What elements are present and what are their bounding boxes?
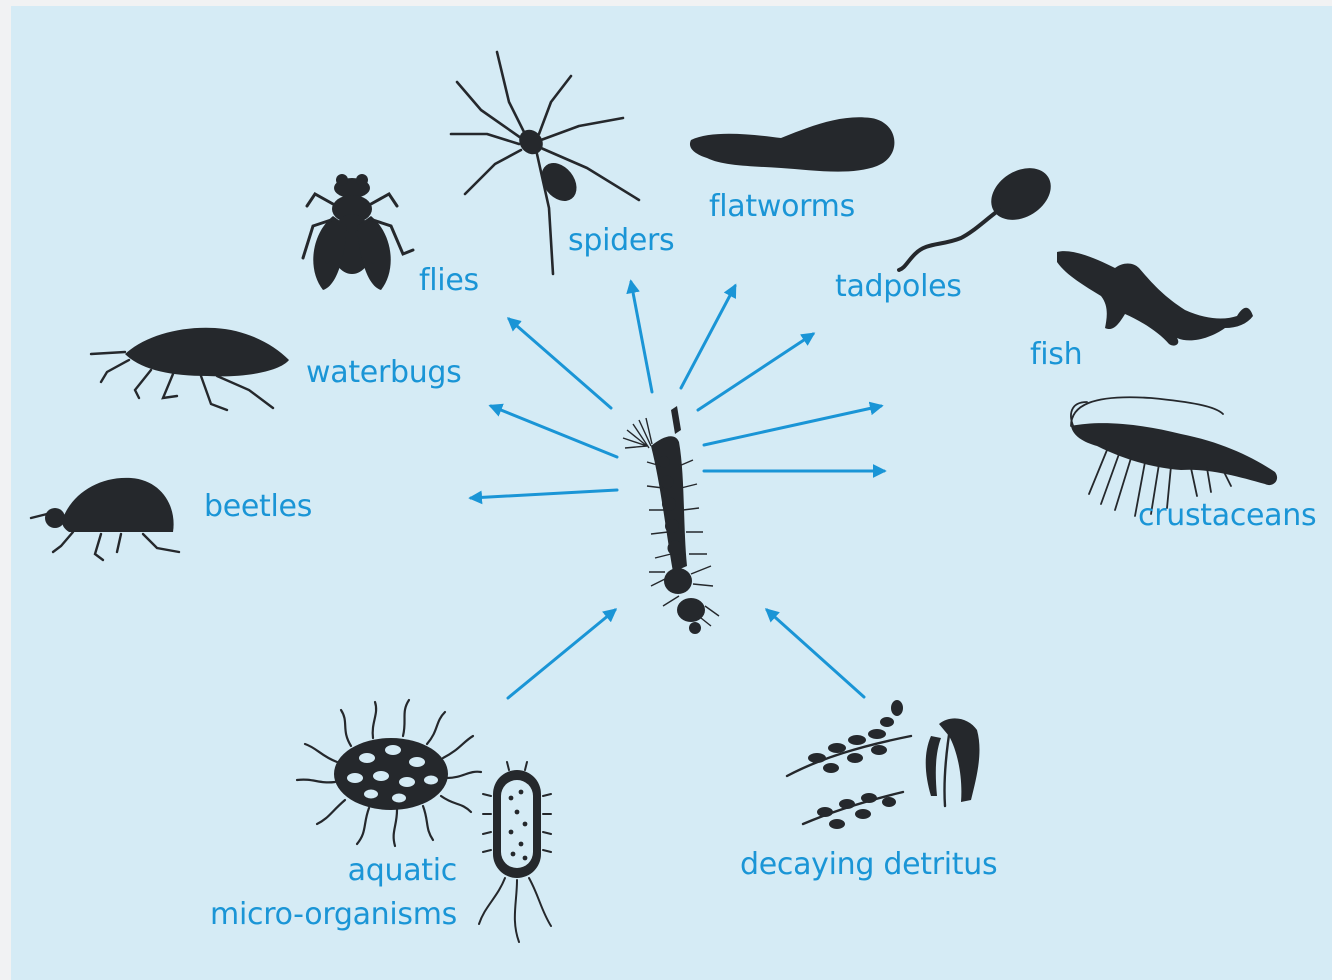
label-fish: fish: [1030, 337, 1082, 372]
label-waterbugs: waterbugs: [306, 355, 462, 390]
label-flies: flies: [419, 263, 479, 298]
label-flatworms: flatworms: [709, 189, 855, 224]
label-crustaceans: crustaceans: [1138, 498, 1316, 533]
food-web-canvas: flies spiders flatworms tadpoles fish cr…: [11, 6, 1332, 980]
label-micro-organisms: micro-organisms: [210, 897, 457, 932]
food-web-diagram: flies spiders flatworms tadpoles fish cr…: [11, 6, 1332, 980]
label-spiders: spiders: [568, 223, 674, 258]
label-tadpoles: tadpoles: [835, 269, 962, 304]
label-aquatic: aquatic: [348, 853, 457, 888]
label-decaying-detritus: decaying detritus: [740, 847, 997, 882]
label-beetles: beetles: [204, 489, 312, 524]
